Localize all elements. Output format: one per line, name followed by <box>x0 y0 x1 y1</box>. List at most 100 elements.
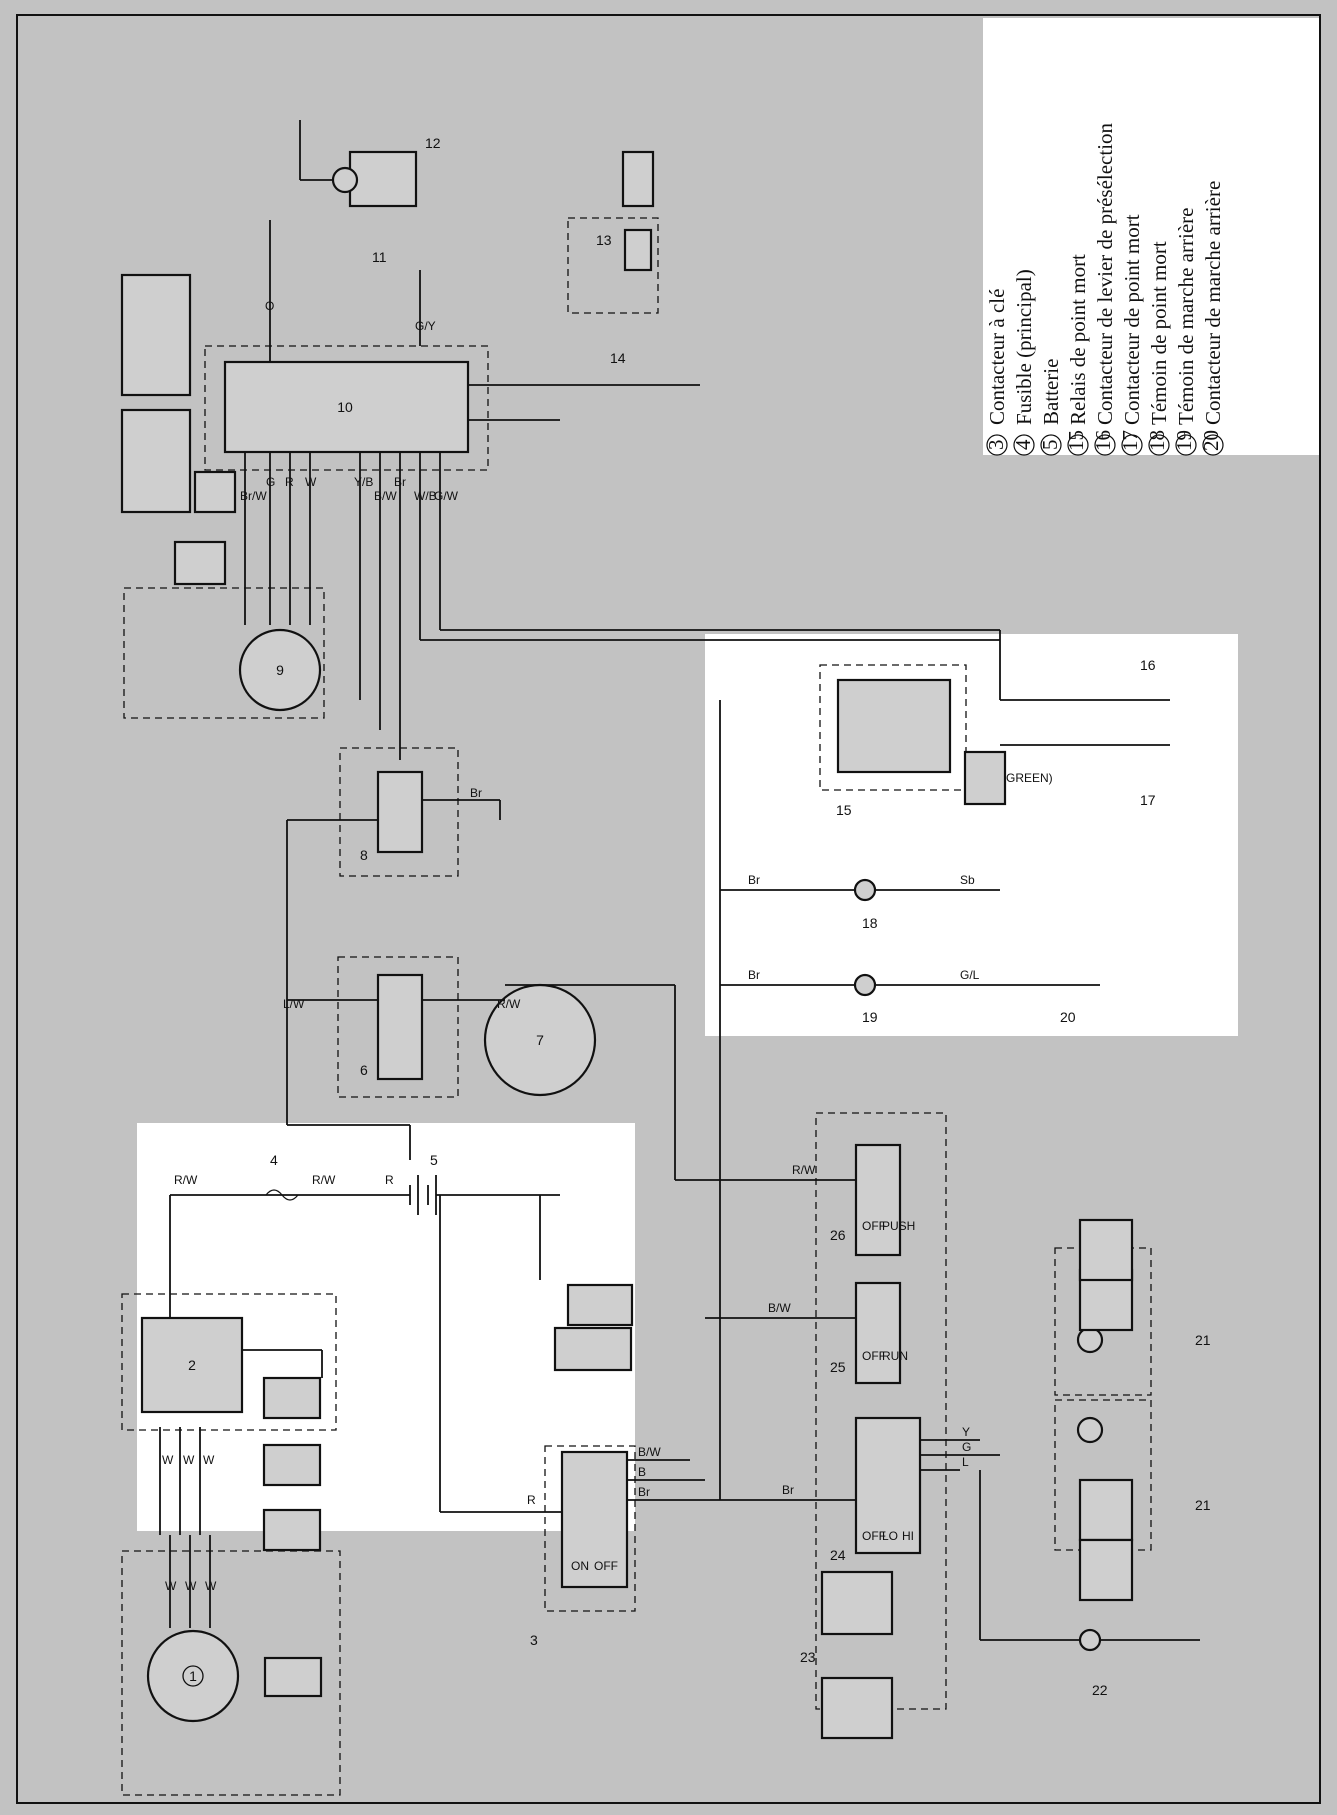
component-6-group <box>337 956 459 1098</box>
switch-26-block <box>854 1143 902 1257</box>
legend-item-18-num: 18 <box>1145 430 1169 451</box>
legend-item-3-num: 3 <box>984 440 1008 451</box>
component-20-label: 20 <box>1060 1009 1076 1025</box>
wire-label-br: Br <box>782 1483 794 1497</box>
legend-item: 18 Témoin de point mort <box>1145 241 1171 456</box>
switch24-hi: HI <box>902 1529 914 1543</box>
switch26-push: PUSH <box>882 1219 915 1233</box>
wire-label-br: Br <box>748 873 760 887</box>
legend-item-4-num: 4 <box>1011 439 1035 450</box>
key-switch-3 <box>560 1450 629 1589</box>
connector-w-4 <box>262 1376 322 1420</box>
wire-label-gy: G/Y <box>415 319 436 333</box>
component-1-label: 1 <box>189 1668 197 1684</box>
wire-label-w: W <box>162 1453 174 1467</box>
connector-15 <box>963 750 1007 806</box>
legend-item: 16 Contacteur de levier de présélection <box>1091 122 1117 456</box>
legend-item-17-text: Contacteur de point mort <box>1120 214 1144 425</box>
connector-10-right <box>120 273 192 397</box>
connector-w-3 <box>262 1443 322 1487</box>
legend-item: 5 Batterie <box>1038 359 1063 456</box>
component-6-label: 6 <box>360 1062 368 1078</box>
component-24-label: 24 <box>830 1547 846 1563</box>
switch25-off: OFF <box>862 1349 886 1363</box>
legend-item: 3 Contacteur à clé <box>984 289 1009 456</box>
legend-item: 15 Relais de point mort <box>1064 254 1090 456</box>
component-1-circle <box>146 1629 240 1723</box>
connector-21b <box>1078 1478 1134 1542</box>
wire-label-brw: Br/W <box>240 489 267 503</box>
component-8-group <box>339 747 459 877</box>
component-2-label: 2 <box>188 1357 196 1373</box>
lamp-22 <box>1078 1628 1102 1652</box>
legend-item-5-num: 5 <box>1038 440 1062 451</box>
component-3-label: 3 <box>530 1632 538 1648</box>
wire-label-sb: Sb <box>960 873 975 887</box>
legend-item-5-text: Batterie <box>1039 359 1063 425</box>
component-10-label: 10 <box>337 399 353 415</box>
wire-label-br: Br <box>748 968 760 982</box>
wire-label-r: R <box>527 1493 536 1507</box>
connector-w-2 <box>262 1508 322 1552</box>
component-2-group <box>121 1293 337 1431</box>
component-5-label: 5 <box>430 1152 438 1168</box>
legend-item-19-num: 19 <box>1172 430 1196 451</box>
switch24-off: OFF <box>862 1529 886 1543</box>
wire-label-br: Br <box>470 786 482 800</box>
connector-23b <box>820 1676 894 1740</box>
wire-label-w: W <box>183 1453 195 1467</box>
connector-13 <box>623 228 653 272</box>
starter-relay-6 <box>376 973 424 1081</box>
component-12-label: 12 <box>425 135 441 151</box>
neutral-lamp-18 <box>853 878 877 902</box>
wire-label-w: W <box>205 1579 217 1593</box>
wire-label-y: Y <box>962 1425 970 1439</box>
component-21a-label: 21 <box>1195 1332 1211 1348</box>
wire-label-o: O <box>265 299 274 313</box>
relay15-color-note: (GREEN) <box>1002 771 1053 785</box>
legend-item-20-num: 20 <box>1199 430 1223 451</box>
wire-label-br: Br <box>638 1485 650 1499</box>
legend-item-4-text: Fusible (principal) <box>1012 269 1036 425</box>
wire-label-rw: R/W <box>174 1173 198 1187</box>
legend-item-16-text: Contacteur de levier de présélection <box>1093 122 1117 425</box>
legend-item-19-text: Témoin de marche arrière <box>1174 208 1198 425</box>
switch3-on: ON <box>571 1559 589 1573</box>
legend-item-16-num: 16 <box>1091 430 1115 451</box>
switch25-run: RUN <box>882 1349 908 1363</box>
wire-label-bw: B/W <box>374 489 397 503</box>
switch-24-block <box>854 1416 922 1555</box>
legend-item: 20 Contacteur de marche arrière <box>1199 181 1225 456</box>
relay-8 <box>376 770 424 854</box>
component-19-label: 19 <box>862 1009 878 1025</box>
legend-panel <box>983 18 1319 455</box>
wire-label-r: R <box>285 475 294 489</box>
connector-21c <box>1078 1538 1134 1602</box>
handlebar-switch-group <box>815 1112 947 1710</box>
legend: 3 Contacteur à clé 4 Fusible (principal)… <box>984 122 1225 456</box>
wire-label-gw: G/W <box>434 489 459 503</box>
connector-wr <box>193 470 237 514</box>
reverse-lamp-19 <box>853 973 877 997</box>
connector-3a <box>553 1326 633 1372</box>
component-9-circle <box>238 628 322 712</box>
legend-item-20-text: Contacteur de marche arrière <box>1201 181 1225 425</box>
component-22-label: 22 <box>1092 1682 1108 1698</box>
headlight-21a <box>1076 1326 1104 1354</box>
component-15-group <box>819 664 967 791</box>
legend-item-17-num: 17 <box>1118 430 1142 451</box>
neutral-panel <box>705 634 1238 1036</box>
component-16-label: 16 <box>1140 657 1156 673</box>
component-9-group <box>123 587 325 719</box>
switch-25-block <box>854 1281 902 1385</box>
wire-label-w: W <box>203 1453 215 1467</box>
component-25-label: 25 <box>830 1359 846 1375</box>
ignition-coil-11 <box>348 150 418 208</box>
wire-label-bw: B/W <box>638 1445 661 1459</box>
component-14-label: 14 <box>610 350 626 366</box>
connector-10-left <box>120 408 192 514</box>
component-3-group <box>544 1445 636 1612</box>
wire-label-g: G <box>266 475 275 489</box>
wire-label-l: L <box>962 1455 969 1469</box>
